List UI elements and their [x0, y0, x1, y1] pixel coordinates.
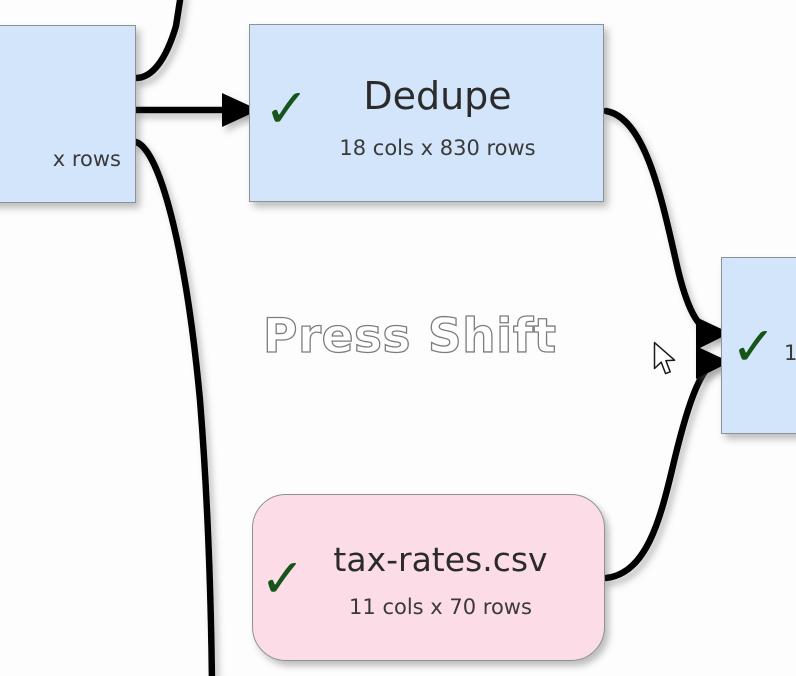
- edge-upstream-to-top: [132, 0, 184, 82]
- node-dedupe-title: Dedupe: [363, 74, 512, 119]
- node-upstream-subtitle: x rows: [52, 146, 121, 171]
- arrowhead-dedupe-into-downstream: [696, 317, 730, 350]
- edge-dedupe-to-downstream: [602, 107, 720, 337]
- edge-taxrates-to-downstream: [602, 359, 720, 582]
- arrowhead-taxrates-into-downstream: [696, 346, 730, 379]
- edge-upstream-to-bottom: [132, 138, 216, 676]
- node-downstream-subtitle: 1: [784, 341, 796, 366]
- node-upstream[interactable]: x rows: [0, 25, 136, 203]
- node-downstream[interactable]: 1: [721, 257, 796, 434]
- node-tax-rates-subtitle: 11 cols x 70 rows: [349, 594, 532, 619]
- node-dedupe-subtitle: 18 cols x 830 rows: [339, 135, 536, 160]
- node-tax-rates-title: tax-rates.csv: [333, 540, 548, 580]
- edge-arrowheads: [222, 93, 730, 379]
- node-tax-rates[interactable]: tax-rates.csv 11 cols x 70 rows: [252, 494, 605, 661]
- arrowhead-into-dedupe: [222, 93, 259, 127]
- node-dedupe[interactable]: Dedupe 18 cols x 830 rows: [249, 24, 604, 202]
